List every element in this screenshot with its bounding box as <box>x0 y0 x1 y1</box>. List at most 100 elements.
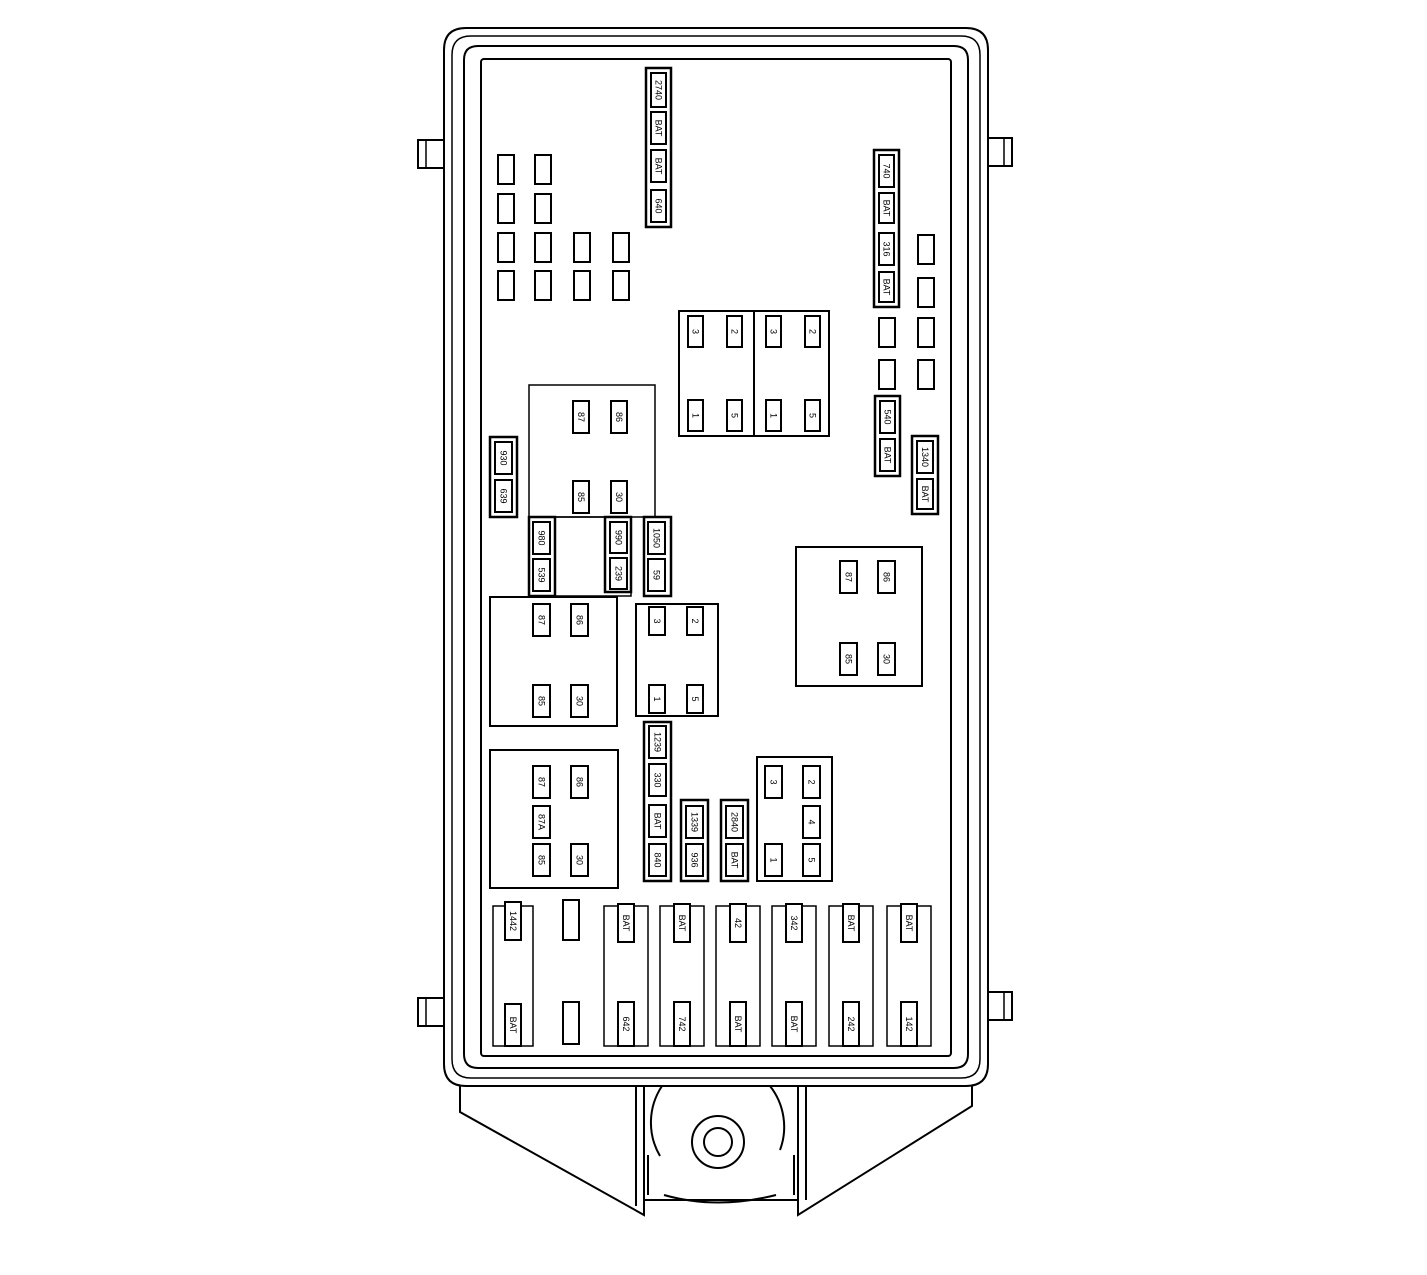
terminal-label: 330 <box>653 772 663 787</box>
terminal-label: BAT <box>920 486 930 503</box>
fuse-strip-540: 540 BAT <box>873 394 902 478</box>
terminal-label: 639 <box>499 488 509 503</box>
terminal-label: 30 <box>614 492 624 502</box>
terminal-label: 86 <box>614 412 624 422</box>
terminal-label: 342 <box>789 915 799 930</box>
mounting-tabs <box>417 137 1013 1027</box>
terminal-label: 936 <box>690 852 700 867</box>
terminal-label: BAT <box>654 158 664 175</box>
terminal-label: 30 <box>882 654 892 664</box>
terminal-label: BAT <box>733 1016 743 1033</box>
housing <box>443 27 989 1087</box>
terminal-label: 5 <box>690 696 700 701</box>
terminal-label: 1 <box>769 857 779 862</box>
terminal-label: 5 <box>730 413 740 418</box>
terminal-label: 30 <box>575 855 585 865</box>
terminal-label: 1340 <box>920 447 930 467</box>
terminal-label: BAT <box>882 200 892 217</box>
fuse-strip-2840: 2840 BAT <box>719 798 750 883</box>
terminal-label: BAT <box>789 1016 799 1033</box>
terminal-label: BAT <box>621 915 631 932</box>
terminal-label: 239 <box>614 566 624 581</box>
fuse-strip-740-316: 740 BAT 316 BAT <box>872 148 901 309</box>
terminal-label: 85 <box>844 654 854 664</box>
terminal-label: BAT <box>508 1017 518 1034</box>
terminal-label: 3 <box>769 329 779 334</box>
terminal-label: 840 <box>653 852 663 867</box>
terminal-label: 5 <box>807 857 817 862</box>
maxi-fuse-242: BAT 242 <box>828 903 874 1047</box>
terminal-label: 980 <box>537 530 547 545</box>
relay-dual-upper: 3 2 1 5 3 2 1 5 <box>678 310 830 437</box>
terminal-label: 242 <box>846 1016 856 1031</box>
terminal-label: 2740 <box>654 80 664 100</box>
maxi-fuse-1442: 1442 BAT <box>492 901 534 1047</box>
maxi-fuse-142: BAT 142 <box>886 903 932 1047</box>
terminal-label: 1339 <box>690 812 700 832</box>
terminal-label: BAT <box>730 852 740 869</box>
terminal-label: 642 <box>621 1016 631 1031</box>
empty-fuse-cavities <box>497 154 935 1045</box>
terminal-label: 85 <box>576 492 586 502</box>
terminal-label: 2 <box>690 618 700 623</box>
fuse-strip-1050-59: 1050 59 <box>642 515 673 598</box>
terminal-label: 86 <box>882 572 892 582</box>
fuse-strip-1340: 1340 BAT <box>910 434 940 516</box>
terminal-label: 539 <box>537 567 547 582</box>
fuse-strip-930-639: 930 639 <box>488 435 519 519</box>
terminal-label: 85 <box>537 696 547 706</box>
terminal-label: 30 <box>575 696 585 706</box>
terminal-label: 1 <box>691 413 701 418</box>
terminal-label: 1 <box>652 696 662 701</box>
terminal-label: BAT <box>653 813 663 830</box>
terminal-label: 740 <box>882 163 892 178</box>
terminal-label: 2 <box>807 779 817 784</box>
terminal-label: BAT <box>883 447 893 464</box>
terminal-label: 2840 <box>730 812 740 832</box>
relay-86-30-upper: 87 86 85 30 <box>528 384 656 518</box>
terminal-label: 87A <box>537 814 547 830</box>
relay-86-30-left: 87 86 85 30 <box>489 596 618 727</box>
terminal-label: BAT <box>904 915 914 932</box>
terminal-label: 2 <box>808 329 818 334</box>
terminal-label: 3 <box>652 618 662 623</box>
fuse-block-980-239: 980 539 990 239 <box>527 515 633 598</box>
relay-5pin-lower: 3 2 4 1 5 <box>756 756 833 882</box>
terminal-label: 1 <box>769 413 779 418</box>
terminal-label: 4 <box>807 819 817 824</box>
maxi-fuse-642: BAT 642 <box>603 903 649 1047</box>
terminal-label: 85 <box>537 855 547 865</box>
maxi-fuse-342: 342 BAT <box>771 903 817 1047</box>
terminal-label: 1442 <box>508 911 518 931</box>
terminal-label: 742 <box>677 1016 687 1031</box>
terminal-label: 990 <box>614 530 624 545</box>
terminal-label: BAT <box>654 120 664 137</box>
terminal-label: 3 <box>769 779 779 784</box>
bottom-bracket <box>459 1085 973 1217</box>
terminal-label: 59 <box>652 570 662 580</box>
terminal-label: 87 <box>576 412 586 422</box>
terminal-label: 142 <box>904 1016 914 1031</box>
relay-87a-lower: 87 86 87A 85 30 <box>489 749 619 889</box>
terminal-label: BAT <box>882 279 892 296</box>
terminal-label: 640 <box>654 198 664 213</box>
terminal-label: 5 <box>808 413 818 418</box>
fuse-strip-2740-640: 2740 BAT BAT 640 <box>644 66 673 229</box>
maxi-fuse-742: BAT 742 <box>659 903 705 1047</box>
terminal-label: 87 <box>537 777 547 787</box>
mounting-hole <box>691 1115 745 1169</box>
terminal-label: 86 <box>575 615 585 625</box>
terminal-label: 2 <box>730 329 740 334</box>
terminal-label: BAT <box>846 915 856 932</box>
fuse-strip-1239-840: 1239 330 BAT 840 <box>642 720 673 883</box>
relay-86-30-right: 87 86 85 30 <box>795 546 923 687</box>
fuse-strip-1339-936: 1339 936 <box>679 798 710 883</box>
terminal-label: 1239 <box>653 732 663 752</box>
terminal-label: 87 <box>537 615 547 625</box>
terminal-label: 316 <box>882 241 892 256</box>
terminal-label: BAT <box>677 915 687 932</box>
terminal-label: 42 <box>733 918 743 928</box>
maxi-fuse-42: 42 BAT <box>715 903 761 1047</box>
terminal-label: 87 <box>844 572 854 582</box>
